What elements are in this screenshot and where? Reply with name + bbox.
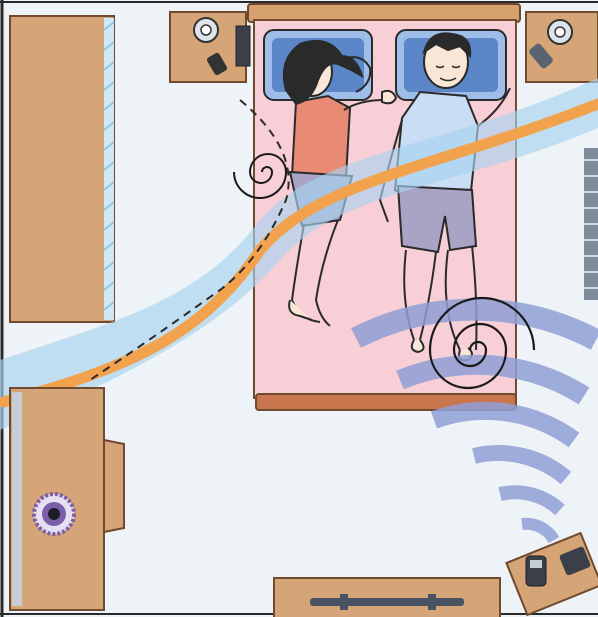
tv-screen [310,598,464,606]
smart-speaker-icon [34,494,74,534]
window-right [584,148,598,300]
nightstand-left [170,12,250,82]
cordless-phone-icon [526,556,546,586]
charger-left [236,26,250,66]
alarm-clock-right-icon [548,20,572,44]
wardrobe [10,16,114,322]
alarm-clock-left-icon [194,18,218,42]
desk-chair [104,440,124,532]
nightstand-right [526,12,598,82]
tv-dresser [274,578,500,617]
